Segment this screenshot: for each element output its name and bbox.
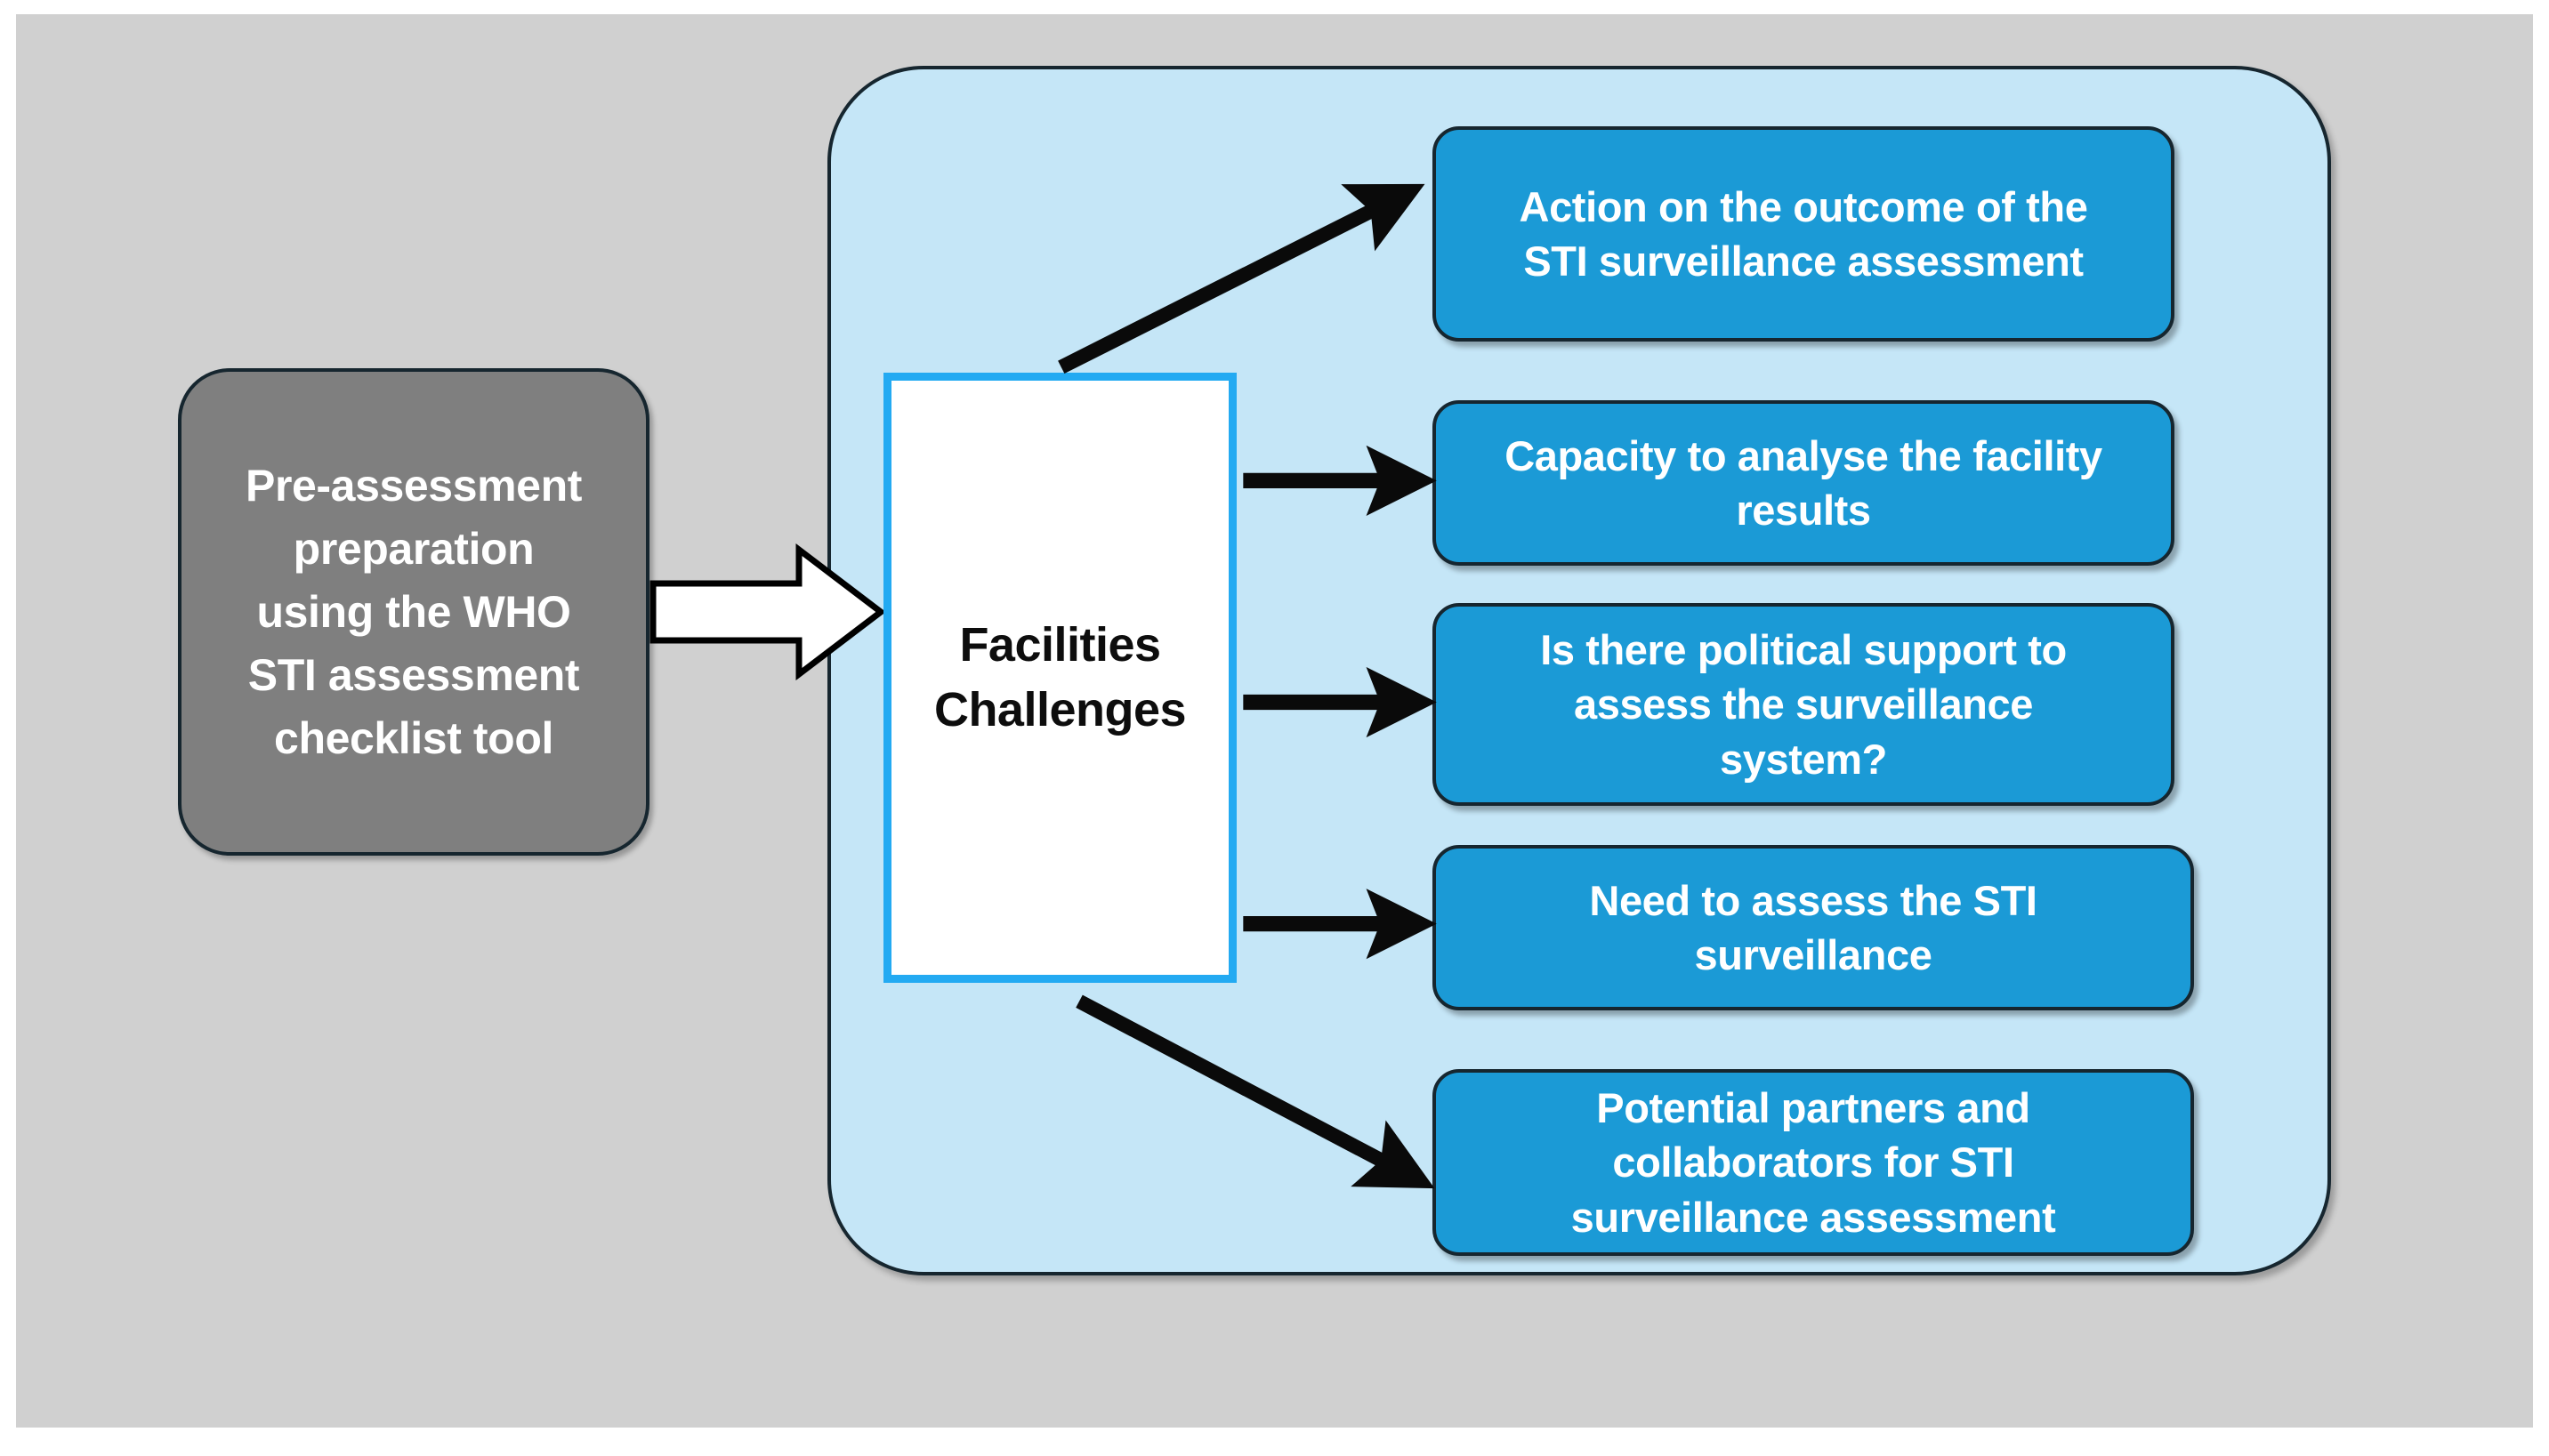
challenge-box-potential-partners[interactable]: Potential partners and collaborators for… — [1432, 1069, 2194, 1256]
challenge-label: Need to assess the STI surveillance — [1589, 876, 2037, 978]
challenge-box-political-support[interactable]: Is there political support to assess the… — [1432, 603, 2174, 806]
facilities-challenges-node[interactable]: Facilities Challenges — [883, 373, 1237, 983]
challenge-box-capacity-to-analyse[interactable]: Capacity to analyse the facility results — [1432, 400, 2174, 566]
diagram-canvas: Pre-assessment preparation using the WHO… — [16, 14, 2533, 1428]
challenge-label: Potential partners and collaborators for… — [1570, 1084, 2056, 1241]
challenge-box-need-to-assess[interactable]: Need to assess the STI surveillance — [1432, 845, 2194, 1010]
challenge-label: Capacity to analyse the facility results — [1504, 431, 2102, 534]
pre-assessment-label: Pre-assessment preparation using the WHO… — [246, 460, 582, 763]
challenge-box-action-on-outcome[interactable]: Action on the outcome of the STI surveil… — [1432, 126, 2174, 342]
facilities-challenges-label: Facilities Challenges — [933, 617, 1187, 736]
pre-assessment-box[interactable]: Pre-assessment preparation using the WHO… — [178, 368, 649, 856]
challenge-label: Is there political support to assess the… — [1540, 626, 2067, 783]
block-arrow-right-icon — [649, 541, 886, 683]
challenge-label: Action on the outcome of the STI surveil… — [1519, 182, 2088, 285]
